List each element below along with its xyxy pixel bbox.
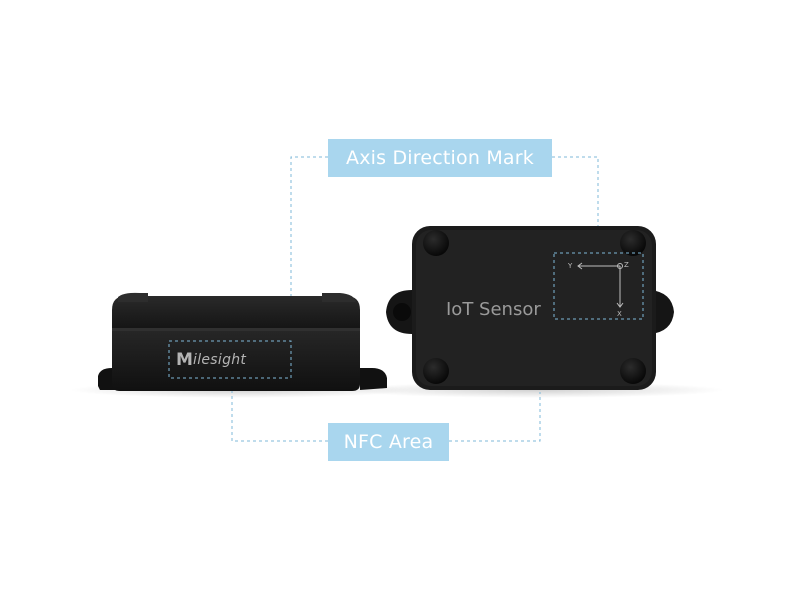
- axis-direction-callout: Axis Direction Mark: [328, 139, 552, 177]
- mounting-screw-icon: [423, 358, 449, 384]
- left-lid-corner-l: [118, 292, 148, 302]
- nfc-leader-left: [231, 378, 328, 442]
- axis-mark-outline: [553, 252, 644, 320]
- leader-lines: [231, 156, 599, 442]
- right-ear-left-hole: [393, 303, 411, 321]
- left-device: [98, 292, 387, 391]
- left-tab-right: [360, 368, 387, 390]
- brand-logo: ilesight: [193, 352, 247, 368]
- axis-y-label: Y: [568, 262, 573, 270]
- axis-arrow-icon: [577, 262, 624, 308]
- axis-direction-callout-label: Axis Direction Mark: [346, 147, 534, 169]
- left-base: [112, 331, 360, 391]
- left-seam: [112, 328, 360, 331]
- axis-leader-right: [552, 156, 599, 253]
- axis-leader-left: [290, 156, 328, 298]
- mounting-screw-icon: [620, 230, 646, 256]
- left-lid-corner-r: [322, 293, 356, 302]
- nfc-area-callout-label: NFC Area: [343, 431, 434, 453]
- nfc-area-callout: NFC Area: [328, 423, 449, 461]
- axis-x-label: X: [617, 310, 622, 318]
- axis-z-label: Z: [624, 261, 629, 269]
- right-device: [386, 226, 674, 390]
- left-lid: [112, 296, 360, 330]
- iot-sensor-label: IoT Sensor: [446, 299, 541, 320]
- brand-logo-mark: M: [176, 350, 193, 370]
- nfc-leader-right: [449, 392, 541, 442]
- right-face: [416, 230, 652, 386]
- mounting-screw-icon: [620, 358, 646, 384]
- nfc-area-outline: [168, 340, 292, 379]
- mounting-screw-icon: [423, 230, 449, 256]
